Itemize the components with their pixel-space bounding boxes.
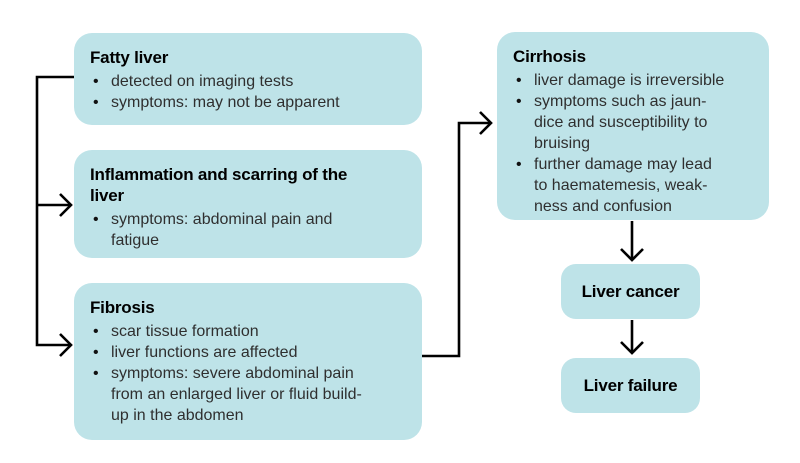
- bullet-item: detected on imaging tests: [90, 71, 406, 92]
- bullet-item: liver functions are affected: [90, 342, 406, 363]
- connector-fatty-branch-spine: [35, 75, 74, 357]
- node-title: Liver failure: [583, 376, 678, 395]
- node-fibrosis: Fibrosis scar tissue formation liver fun…: [74, 283, 422, 440]
- node-title: Fibrosis: [90, 298, 155, 317]
- node-fatty-liver: Fatty liver detected on imaging tests sy…: [74, 33, 422, 125]
- node-title: Inflammation and scarring of the liver: [90, 165, 348, 205]
- node-title: Fatty liver: [90, 48, 169, 67]
- bullet-item: symptoms: severe abdominal pain from an …: [90, 363, 406, 426]
- node-bullet-list: symptoms: abdominal pain and fatigue: [90, 209, 406, 251]
- node-bullet-list: detected on imaging tests symptoms: may …: [90, 71, 406, 113]
- bullet-item: scar tissue formation: [90, 321, 406, 342]
- bullet-item: symptoms: abdominal pain and fatigue: [90, 209, 406, 251]
- node-title: Liver cancer: [581, 282, 680, 301]
- node-liver-failure: Liver failure: [561, 358, 700, 413]
- node-cirrhosis: Cirrhosis liver damage is irreversible s…: [497, 32, 769, 220]
- node-liver-cancer: Liver cancer: [561, 264, 700, 319]
- node-title: Cirrhosis: [513, 47, 586, 66]
- node-bullet-list: scar tissue formation liver functions ar…: [90, 321, 406, 426]
- bullet-item: symptoms: may not be apparent: [90, 92, 406, 113]
- bullet-item: further damage may lead to haematemesis,…: [513, 154, 753, 217]
- bullet-item: liver damage is irreversible: [513, 70, 753, 91]
- connector-fibrosis-to-cirrhosis: [422, 111, 493, 358]
- bullet-item: symptoms such as jaun- dice and suscepti…: [513, 91, 753, 154]
- node-bullet-list: liver damage is irreversible symptoms su…: [513, 70, 753, 217]
- node-inflammation-scarring: Inflammation and scarring of the liver s…: [74, 150, 422, 258]
